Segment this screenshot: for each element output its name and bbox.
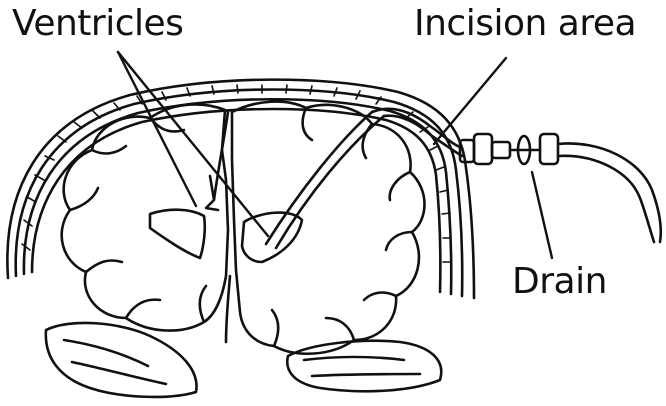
- drain-label: Drain: [512, 264, 607, 300]
- drain-assembly: [460, 134, 661, 242]
- cerebellum: [46, 323, 441, 397]
- ventricles-label: Ventricles: [12, 6, 183, 42]
- catheter: [266, 109, 462, 248]
- incision-area-label: Incision area: [414, 6, 636, 42]
